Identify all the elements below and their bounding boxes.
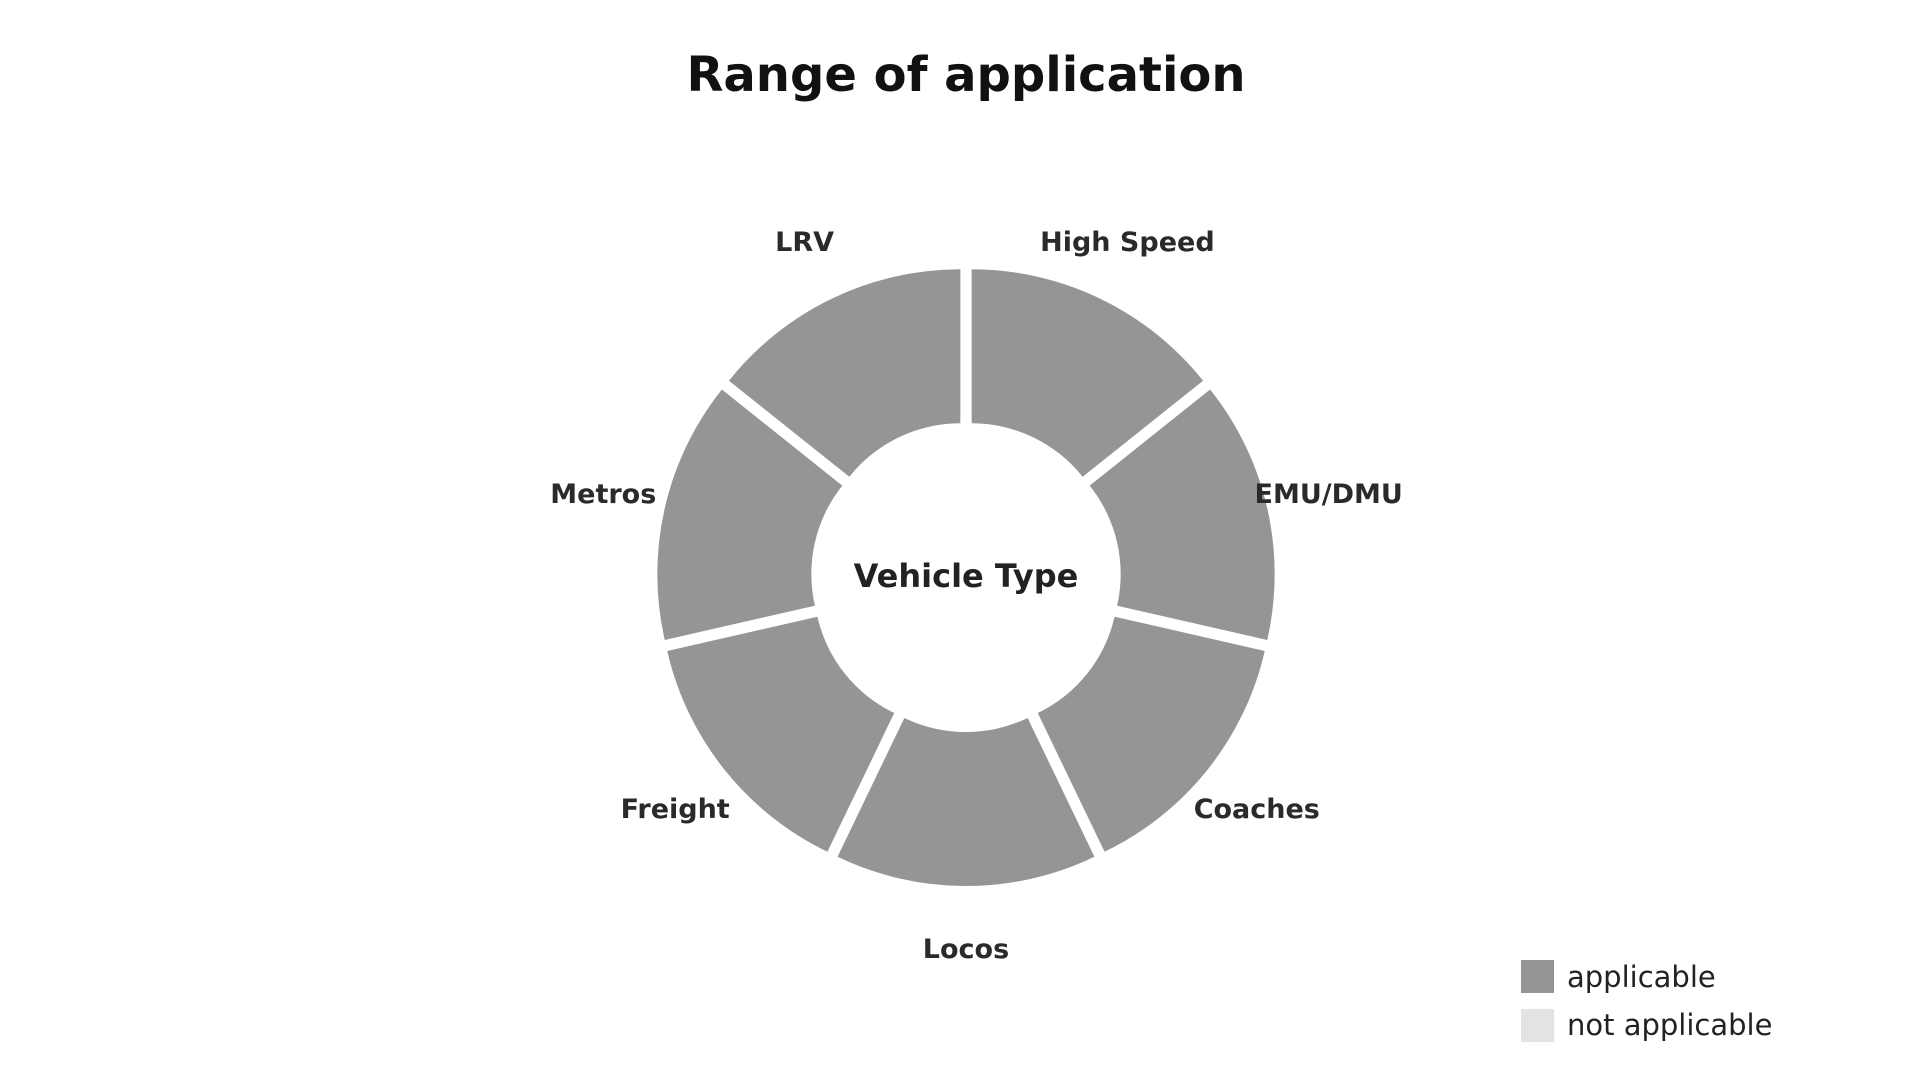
legend-label-not-applicable: not applicable — [1567, 1008, 1772, 1042]
center-label: Vehicle Type — [854, 557, 1079, 595]
legend-label-applicable: applicable — [1567, 960, 1716, 994]
chart-title: Range of application — [686, 47, 1245, 103]
segment-high-speed — [971, 269, 1204, 477]
segment-label-freight: Freight — [621, 794, 730, 825]
segment-label-high-speed: High Speed — [1040, 227, 1215, 258]
segment-locos — [837, 717, 1095, 887]
segment-freight — [667, 616, 895, 852]
segment-label-lrv: LRV — [775, 227, 834, 258]
segment-label-emu-dmu: EMU/DMU — [1255, 479, 1403, 510]
segment-lrv — [728, 269, 961, 477]
segment-label-locos: Locos — [923, 934, 1009, 965]
segment-emu-dmu — [1089, 389, 1275, 640]
legend: applicable not applicable — [1521, 960, 1772, 1042]
donut-segments — [657, 269, 1275, 887]
legend-swatch-not-applicable — [1521, 1009, 1554, 1042]
segment-coaches — [1037, 616, 1265, 852]
segment-metros — [657, 389, 843, 640]
segment-label-coaches: Coaches — [1194, 794, 1320, 825]
segment-label-metros: Metros — [550, 479, 656, 510]
legend-swatch-applicable — [1521, 960, 1554, 993]
